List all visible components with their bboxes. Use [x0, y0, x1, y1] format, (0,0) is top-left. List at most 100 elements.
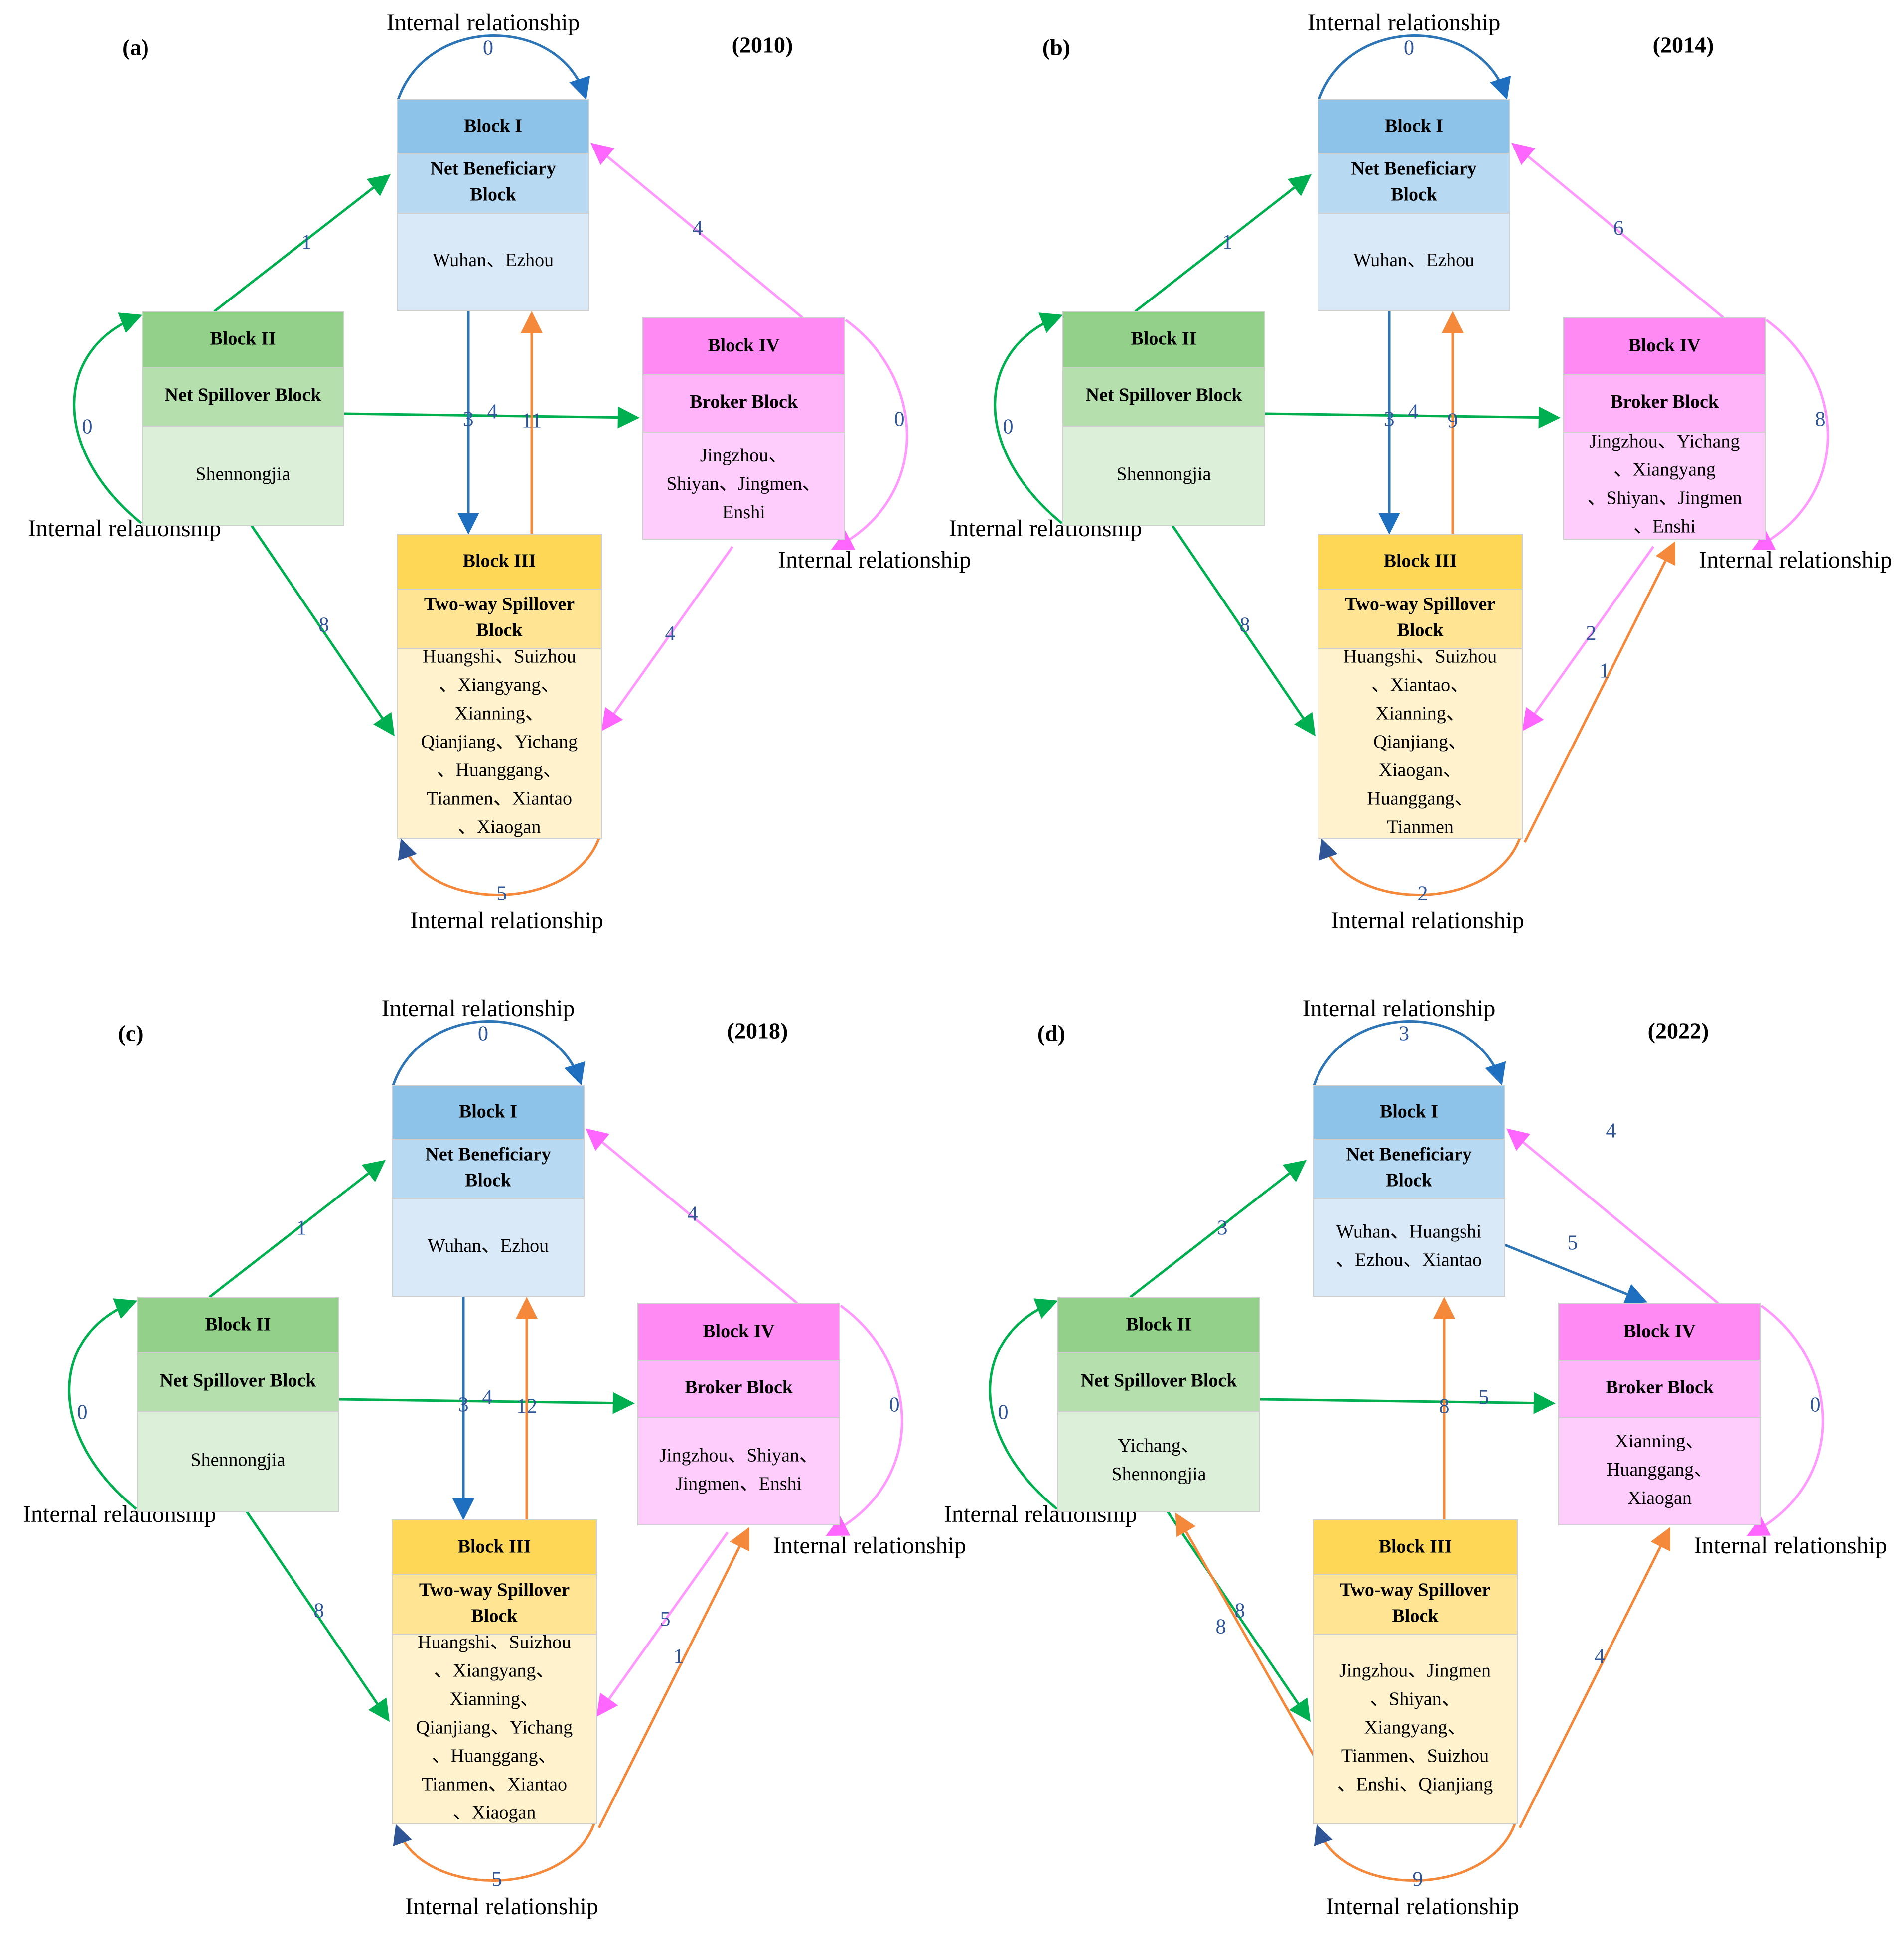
block-iv-type-label: Broker Block — [685, 1377, 793, 1398]
block-i-header — [397, 99, 589, 154]
block-i-city-line: Wuhan、Ezhou — [1353, 250, 1474, 271]
loop-label-block-i: 0 — [1404, 37, 1414, 60]
block-iv-city-line: Jingmen、Enshi — [676, 1474, 802, 1495]
edge-label-b2-b1: 1 — [301, 231, 312, 254]
block-ii-type-label: Net Spillover Block — [165, 385, 322, 406]
edge-label-b3-b4: 4 — [1595, 1646, 1605, 1668]
edge-b3-b4 — [1518, 1527, 1670, 1829]
block-ii-header — [137, 1297, 339, 1353]
loop-label-block-ii: 0 — [82, 416, 93, 439]
panel-label: (a) — [122, 35, 149, 60]
loop-label-block-iv: 0 — [889, 1394, 900, 1417]
block-iii-header — [392, 1519, 597, 1575]
block-i-members — [397, 213, 589, 311]
block-ii-members — [1057, 1411, 1260, 1512]
block-iv-city-line: Shiyan、Jingmen、 — [666, 473, 821, 494]
block-iii-city-line: Huangshi、Suizhou — [418, 1632, 571, 1653]
edge-b2-b1 — [1134, 174, 1312, 312]
block-iv-members — [1558, 1417, 1761, 1525]
block-iii-city-line: Jingzhou、Jingmen — [1339, 1660, 1491, 1681]
edge-label-b1-b3: 3 — [458, 1394, 469, 1417]
loop-label-block-ii: 0 — [77, 1401, 88, 1424]
edge-b2-b1 — [208, 1160, 386, 1298]
edge-b4-b3 — [1522, 546, 1655, 732]
edge-label-b3-b1: 8 — [1439, 1395, 1450, 1418]
block-ii-city-line: Shennongjia — [196, 464, 291, 485]
block-iii-type-label: Two-way Spillover — [1340, 1580, 1490, 1601]
edge-b2-b1 — [213, 174, 391, 312]
edge-label-b1-b3: 3 — [463, 408, 474, 431]
block-iv-title: Block IV — [1628, 335, 1701, 356]
block-i-type — [1313, 1139, 1505, 1199]
block-iii-title: Block III — [458, 1536, 531, 1557]
block-iv-type-label: Broker Block — [1606, 1377, 1714, 1398]
block-i-title: Block I — [1380, 1101, 1438, 1122]
block-ii-city-line: Shennongjia — [191, 1450, 286, 1471]
panel-year: (2022) — [1648, 1018, 1709, 1044]
block-iv-city-line: Xiaogan — [1627, 1488, 1692, 1508]
block-iii-type-label: Block — [1392, 1606, 1439, 1627]
block-ii-members — [142, 426, 344, 526]
edge-label-b2-b3: 8 — [314, 1600, 324, 1623]
block-ii-type-label: Net Spillover Block — [160, 1370, 317, 1391]
edge-label-b2-b4: 4 — [487, 401, 498, 424]
block-iii-city-line: 、Enshi、Qianjiang — [1337, 1774, 1493, 1795]
block-i-type-label: Block — [465, 1170, 512, 1191]
edge-label-b4-b3: 4 — [665, 622, 676, 645]
internal-label-block-i: Internal relationship — [387, 9, 580, 36]
block-iv-type — [1558, 1360, 1761, 1418]
edge-b4-b3 — [601, 546, 734, 732]
block-i-city-line: Wuhan、Ezhou — [433, 250, 554, 271]
block-ii-header — [1057, 1297, 1260, 1353]
edge-label-b2-b1: 1 — [296, 1217, 307, 1240]
block-iii-type — [1318, 589, 1523, 649]
edge-label-b3-b4: 1 — [674, 1646, 684, 1668]
edge-label-b4-b1: 4 — [693, 217, 703, 240]
edge-label-b3-b4: 1 — [1600, 660, 1610, 683]
block-iii-city-line: 、Xiantao、 — [1371, 675, 1469, 696]
block-ii-header — [142, 311, 344, 368]
edge-label-b1-b3: 3 — [1384, 408, 1395, 431]
block-ii-members — [1062, 426, 1265, 526]
loop-block-i — [397, 34, 590, 100]
block-iii-city-line: Xiaogan、 — [1379, 760, 1462, 781]
loop-label-block-iv: 8 — [1815, 408, 1826, 431]
edge-b3-b2 — [1175, 1512, 1319, 1764]
internal-label-block-i: Internal relationship — [1303, 995, 1496, 1022]
edge-b2-b3 — [1166, 1510, 1311, 1722]
block-iii-city-line: Xianning、 — [1375, 703, 1465, 724]
edge-b4-b1 — [1511, 143, 1724, 318]
block-iv-members — [637, 1417, 840, 1525]
block-iii-type-label: Block — [471, 1606, 518, 1627]
block-iii-city-line: 、Xiaogan — [453, 1802, 536, 1823]
block-iv-title: Block IV — [1623, 1321, 1696, 1342]
loop-block-i — [1318, 34, 1511, 100]
internal-label-block-i: Internal relationship — [1308, 9, 1501, 36]
block-iv-city-line: 、Shiyan、Jingmen — [1587, 488, 1742, 509]
block-iv-type — [642, 374, 845, 433]
loop-block-iii — [393, 1823, 595, 1882]
internal-label-block-iii: Internal relationship — [410, 907, 603, 934]
panel-year: (2010) — [732, 32, 793, 58]
loop-block-iv — [1747, 1304, 1824, 1536]
loop-block-iv — [1752, 318, 1829, 551]
internal-label-block-iv: Internal relationship — [1699, 547, 1892, 573]
edge-label-b4-b3: 5 — [660, 1608, 671, 1631]
edge-label-b3-b1: 12 — [516, 1395, 537, 1418]
block-iii-city-line: Tianmen、Suizhou — [1341, 1746, 1489, 1767]
block-i-header — [1318, 99, 1510, 154]
block-iv-title: Block IV — [708, 335, 780, 356]
block-ii-type — [1062, 367, 1265, 427]
block-iii-header — [1318, 534, 1523, 590]
block-iii-city-line: Huanggang、 — [1367, 788, 1473, 809]
